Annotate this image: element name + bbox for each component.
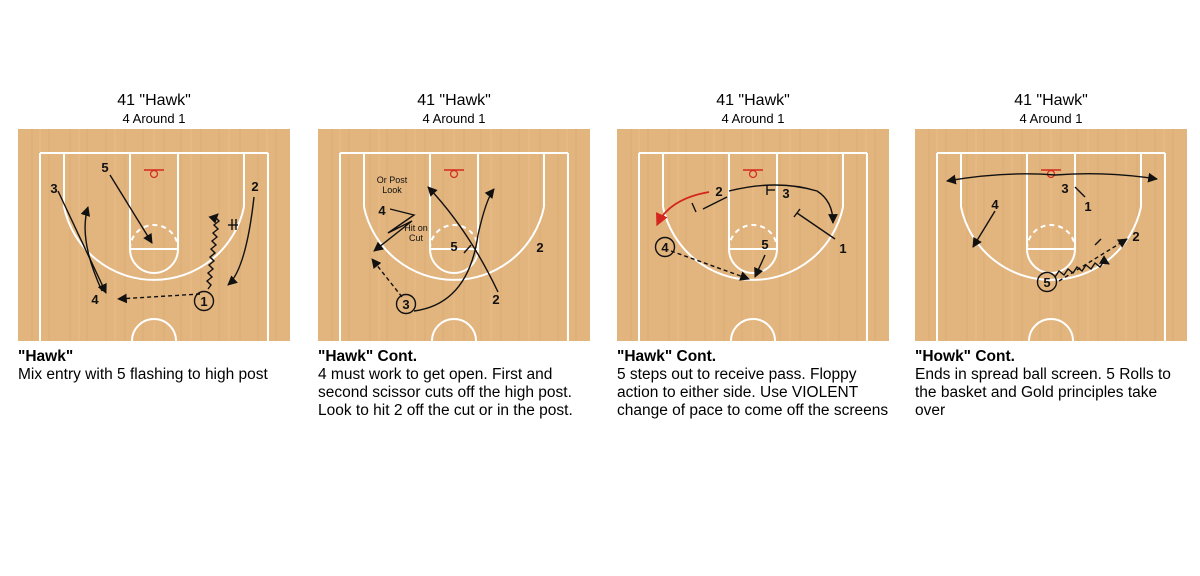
caption-body: Mix entry with 5 flashing to high post [18,366,268,383]
play-actions [670,184,838,281]
players: 5 1 2 3 4 [991,181,1140,293]
basket [144,169,164,179]
panel-subtitle: 4 Around 1 [721,111,785,126]
player-4: 4 [991,197,999,212]
players: 4 2 3 1 5 [654,184,847,258]
court-floor [318,129,590,341]
player-2: 2 [715,184,722,199]
court-diagram: 1 2 3 4 5 [18,129,290,341]
player-3: 3 [50,181,57,196]
player-2: 2 [1132,229,1139,244]
player-2: 2 [251,179,258,194]
play-actions [57,174,255,304]
play-panel-4: 41 "Hawk" 4 Around 1 [915,92,1187,419]
player-1: 1 [1084,199,1091,214]
play-panel-2: 41 "Hawk" 4 Around 1 [318,92,590,419]
caption-body: 5 steps out to receive pass. Floppy acti… [617,366,889,419]
play-caption: "Howk" Cont. Ends in spread ball screen.… [915,348,1187,420]
panel-title: 41 "Hawk" [117,92,191,109]
note-or-post: Or Post [377,175,408,185]
note-look: Look [382,185,402,195]
panel-subtitle: 4 Around 1 [422,111,486,126]
court-diagram: Or Post Look Hit on Cut 3 2 2 4 5 [318,129,590,341]
panel-title: 41 "Hawk" [1014,92,1088,109]
panel-title: 41 "Hawk" [716,92,790,109]
play-caption: "Hawk" Cont. 4 must work to get open. Fi… [318,348,590,420]
caption-body: 4 must work to get open. First and secon… [318,366,573,419]
player-4: 4 [91,292,99,307]
player-5: 5 [1043,275,1050,290]
player-1: 1 [200,294,207,309]
court-floor [617,129,889,341]
player-3: 3 [782,186,789,201]
play-panel-3: 41 "Hawk" 4 Around 1 [617,92,889,419]
annotations: Or Post Look Hit on Cut [377,175,428,243]
court-floor [915,129,1187,341]
play-actions [371,186,499,312]
play-actions [946,172,1158,282]
basket [444,169,464,179]
play-caption: "Hawk" Mix entry with 5 flashing to high… [18,348,290,384]
court-diagram: 5 1 2 3 4 [915,129,1187,341]
players: 1 2 3 4 5 [50,160,259,312]
caption-heading: "Hawk" [18,348,74,365]
player-4: 4 [378,203,386,218]
play-panel-1: 41 "Hawk" 4 Around 1 [18,92,290,383]
player-1: 1 [839,241,846,256]
court-floor [18,129,290,341]
basket [743,169,763,179]
caption-heading: "Hawk" Cont. [617,348,717,365]
player-5: 5 [450,239,457,254]
panel-subtitle: 4 Around 1 [1019,111,1083,126]
player-4: 4 [661,240,669,255]
caption-heading: "Howk" Cont. [915,348,1015,365]
red-cut-arrow [656,191,710,227]
play-caption: "Hawk" Cont. 5 steps out to receive pass… [617,348,889,420]
player-3: 3 [402,297,409,312]
caption-heading: "Hawk" Cont. [318,348,418,365]
court-diagram: 4 2 3 1 5 [617,129,889,341]
player-5: 5 [101,160,108,175]
players: 3 2 2 4 5 [378,203,544,315]
caption-body: Ends in spread ball screen. 5 Rolls to t… [915,366,1171,419]
note-cut: Cut [409,233,424,243]
panel-title: 41 "Hawk" [417,92,491,109]
panel-subtitle: 4 Around 1 [122,111,186,126]
player-2-wing: 2 [536,240,543,255]
note-hit-on: Hit on [404,223,428,233]
player-2: 2 [492,292,499,307]
player-5: 5 [761,237,768,252]
player-3: 3 [1061,181,1068,196]
